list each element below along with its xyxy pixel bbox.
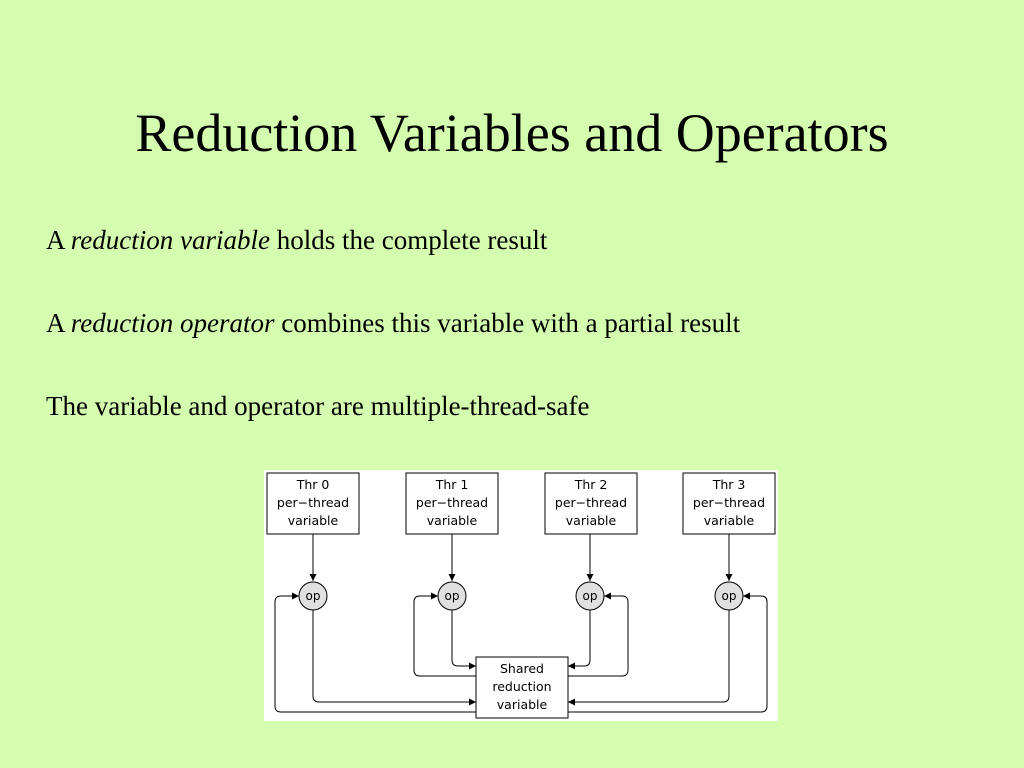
bullet-thread-safe: The variable and operator are multiple-t… [46,389,589,423]
arrow-op-0-to-shared [312,610,476,706]
arrow-op-1-to-shared [451,610,476,670]
thread-box-1: Thr 1 per−thread variable [405,472,499,535]
op-node-3: op [714,581,744,611]
thread-box-3: Thr 3 per−thread variable [682,472,776,535]
op-1-label: op [445,589,460,603]
thread-1-name: Thr 1 [435,477,469,492]
op-node-1: op [437,581,467,611]
arrow-op-2-to-shared [568,610,591,670]
thread-3-name: Thr 3 [712,477,746,492]
op-node-2: op [575,581,605,611]
arrow-shared-to-op-0 [274,592,476,713]
op-3-label: op [722,589,737,603]
arrow-shared-to-op-1 [413,592,476,677]
thread-1-line2: per−thread [416,495,488,510]
op-0-label: op [306,589,321,603]
op-2-label: op [583,589,598,603]
op-node-0: op [298,581,328,611]
thread-0-line3: variable [288,513,339,528]
slide-title: Reduction Variables and Operators [135,103,889,163]
thread-3-line3: variable [704,513,755,528]
thread-2-line2: per−thread [555,495,627,510]
thread-3-line2: per−thread [693,495,765,510]
thread-2-line3: variable [566,513,617,528]
shared-line3: variable [497,697,548,712]
bullet-1-emphasis: reduction variable [70,225,270,255]
bullet-2-emphasis: reduction operator [70,308,275,338]
thread-2-name: Thr 2 [574,477,608,492]
shared-reduction-variable-box: Shared reduction variable [475,656,569,719]
arrow-op-3-to-shared [568,610,730,706]
bullet-1-suffix: holds the complete result [269,225,548,255]
reduction-diagram: Thr 0 per−thread variable Thr 1 per−thre… [264,470,778,721]
shared-line1: Shared [500,661,544,676]
bullet-2-suffix: combines this variable with a partial re… [274,308,741,338]
thread-1-line3: variable [427,513,478,528]
arrow-shared-to-op-2 [568,592,629,677]
bullet-3-text: The variable and operator are multiple-t… [46,391,590,421]
thread-box-0: Thr 0 per−thread variable [266,472,360,535]
bullet-2-prefix: A [46,308,71,338]
thread-0-line2: per−thread [277,495,349,510]
bullet-reduction-operator: A reduction operator combines this varia… [46,306,740,340]
bullet-1-prefix: A [46,225,71,255]
bullet-reduction-variable: A reduction variable holds the complete … [46,223,547,257]
arrow-shared-to-op-3 [568,592,768,713]
thread-0-name: Thr 0 [296,477,330,492]
shared-line2: reduction [492,679,551,694]
thread-box-2: Thr 2 per−thread variable [544,472,638,535]
reduction-diagram-svg: Thr 0 per−thread variable Thr 1 per−thre… [266,472,776,719]
